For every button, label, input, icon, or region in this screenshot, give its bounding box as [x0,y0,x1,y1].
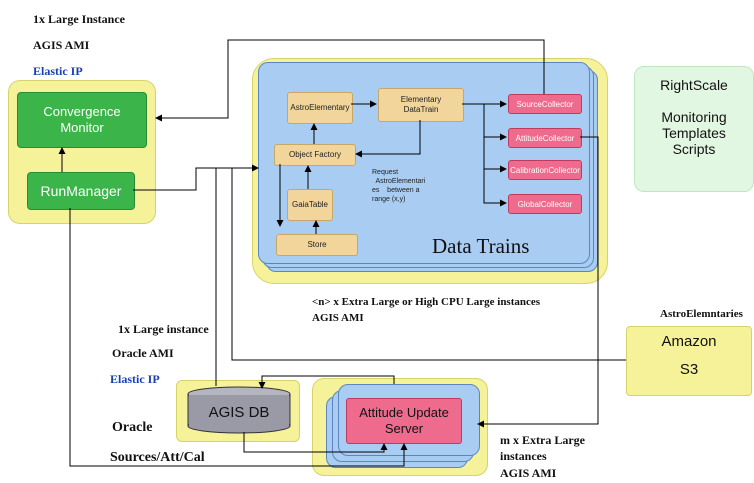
calibration-collector[interactable]: CalibrationCollector [508,160,582,180]
attitude-collector[interactable]: AttitudeCollector [508,128,582,148]
top-elastic-ip-label: Elastic IP [33,64,83,78]
global-collector[interactable]: GlobalCollector [508,194,582,214]
agisdb-label: AGIS DB [208,404,270,421]
bottom-instances-label: m x Extra Large instances [500,433,585,463]
sources-label: Sources/Att/Cal [110,450,205,465]
s3-title: AstroElemntaries [660,308,743,320]
astroelementary-box[interactable]: AstroElementary [287,92,353,124]
rightscale-label: RightScale Monitoring Templates Scripts [660,77,728,157]
s3-label: Amazon S3 [661,333,717,378]
runmanager[interactable]: RunManager [27,172,135,210]
store-box[interactable]: Store [276,234,358,256]
top-ami-label: AGIS AMI [33,38,90,52]
datatrains-title: Data Trains [432,234,530,258]
oracle-elastic-ip-label: Elastic IP [110,372,160,386]
mid-ami-label: AGIS AMI [312,312,364,324]
top-instance-label: 1x Large Instance [33,12,125,26]
oracle-instance-label: 1x Large instance [118,322,209,336]
elementary-datatrain-box[interactable]: Elementary DataTrain [378,88,464,122]
attitude-update-server[interactable]: Attitude Update Server [346,398,462,444]
bottom-ami-label: AGIS AMI [500,466,557,480]
oracle-label: Oracle [112,420,153,435]
request-note: Request AstroElementari es between a ran… [372,169,426,203]
gaiatable-box[interactable]: GaiaTable [287,189,333,221]
oracle-ami-label: Oracle AMI [112,346,174,360]
mid-instances-label: <n> x Extra Large or High CPU Large inst… [312,296,541,308]
source-collector[interactable]: SourceCollector [508,94,582,114]
convergence-monitor[interactable]: Convergence Monitor [17,92,147,148]
agisdb-cylinder[interactable] [186,386,292,434]
s3-box[interactable]: Amazon S3 [626,326,752,396]
